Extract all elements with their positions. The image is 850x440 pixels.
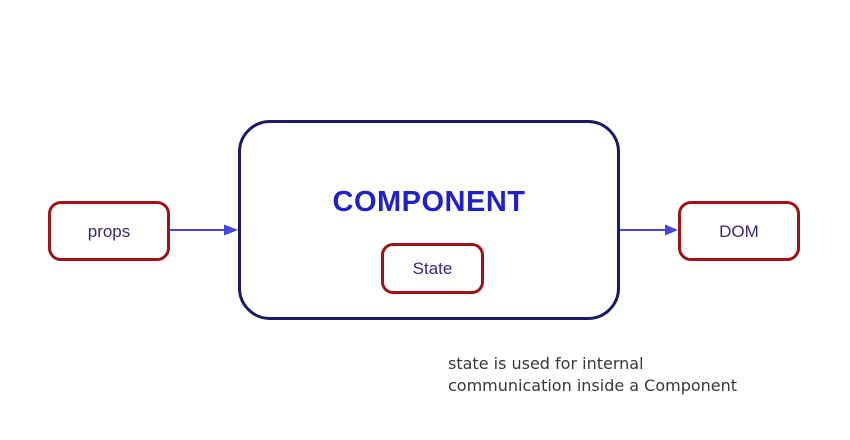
dom-node-label: DOM bbox=[719, 221, 759, 241]
caption-line-1: state is used for internal bbox=[448, 354, 644, 373]
props-node: props bbox=[48, 201, 170, 261]
arrow-props-to-component bbox=[170, 224, 238, 236]
state-node-label: State bbox=[412, 259, 453, 278]
component-node: COMPONENT State bbox=[238, 120, 620, 320]
arrow-component-to-dom bbox=[620, 224, 678, 236]
state-node: State bbox=[381, 243, 484, 294]
caption-line-2: communication inside a Component bbox=[448, 375, 738, 395]
component-title: COMPONENT bbox=[332, 186, 526, 218]
props-node-label: props bbox=[87, 221, 131, 241]
caption: state is used for internal communication… bbox=[448, 353, 737, 396]
dom-node: DOM bbox=[678, 201, 800, 261]
